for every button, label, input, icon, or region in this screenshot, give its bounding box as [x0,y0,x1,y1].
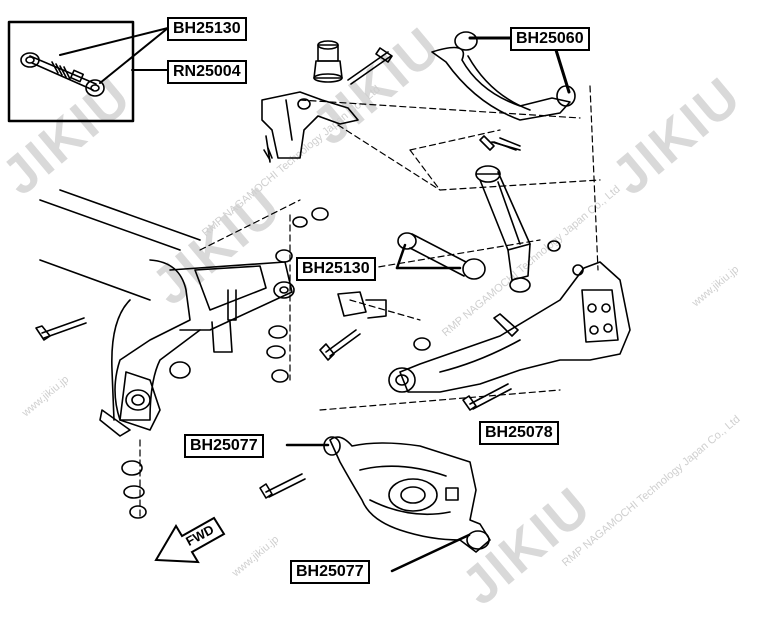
bolt-left [35,317,87,341]
bolt-bracket [263,135,521,337]
bolt-trailing [462,383,512,411]
top-mount-bushing [313,40,343,83]
label-inset-link: BH25130 [167,17,247,41]
lower-control-arm [323,436,491,553]
stabilizer-bushing [337,291,387,319]
line-drawing: FWD [7,20,631,573]
trailing-arm [388,261,631,393]
label-lower-arm-rear: BH25077 [290,560,370,584]
bolt-middle [319,329,361,361]
fwd-arrow-icon: FWD [154,516,226,564]
label-lateral-link: BH25130 [296,257,376,281]
label-upper-arm: BH25060 [510,27,590,51]
shock-absorber [475,137,531,293]
bolt-lower [259,473,306,499]
lateral-link [397,232,486,280]
label-lower-arm-front: BH25077 [184,434,264,458]
inset-frame [7,20,135,123]
upper-control-arm [431,31,576,121]
hardware-stack [121,207,561,519]
inset-link-rod [20,52,105,97]
label-trailing-arm: BH25078 [479,421,559,445]
suspension-diagram: JIKIU JIKIU JIKIU JIKIU JIKIU RMP NAGAMO… [0,16,753,617]
rear-subframe [39,189,293,437]
label-inset-bushing: RN25004 [167,60,247,84]
long-bolt [347,47,393,85]
